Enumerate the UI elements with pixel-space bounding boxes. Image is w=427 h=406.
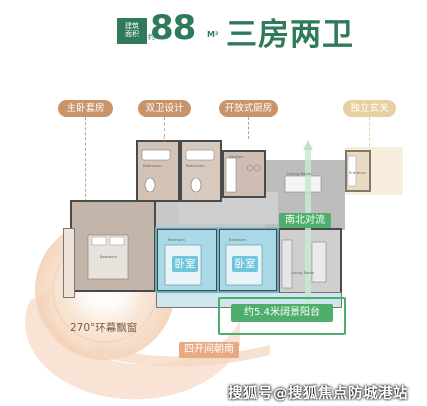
badge-line1: 建筑 (125, 22, 139, 30)
four-open-label: 四开间朝南 (179, 342, 239, 358)
room-tiny-label: Bedroom (168, 237, 186, 242)
north-south-flow-label: 南北对流 (279, 213, 331, 228)
room-tiny-label: Bathroom (186, 163, 205, 168)
badge-suffix: 约 (148, 33, 155, 41)
room-tiny-label: Bedroom (100, 254, 118, 259)
callout-master-suite: 主卧套房 (58, 100, 113, 117)
leader-line (164, 117, 165, 137)
callout-label: 主卧套房 (66, 103, 105, 114)
label-text: 卧室 (174, 258, 196, 270)
leader-line (85, 117, 86, 202)
area-unit: M² (207, 30, 219, 39)
room-tiny-label: Bathroom (143, 163, 162, 168)
callout-label: 独立玄关 (350, 103, 389, 114)
label-text: 卧室 (234, 258, 256, 270)
badge-line2: 面积 (125, 30, 139, 38)
room-tiny-label: Kitchen (229, 154, 244, 159)
callout-label: 双卫设计 (145, 103, 184, 114)
callout-foyer: 独立玄关 (343, 100, 396, 117)
label-text: 南北对流 (285, 215, 325, 226)
room-tiny-label: Dining Room (287, 171, 312, 176)
label-text: 四开间朝南 (184, 344, 234, 355)
bay-window-frame (63, 228, 75, 298)
label-text: 约5.4米阔景阳台 (244, 307, 320, 318)
bay-window-label: 270°环幕飘窗 (70, 322, 138, 334)
bedroom-a-label: 卧室 (172, 256, 198, 272)
layout-type-title: 三房两卫 (226, 17, 354, 53)
balcony-label: 约5.4米阔景阳台 (231, 304, 333, 322)
watermark-text: 搜狐号@搜狐焦点防城港站 (228, 386, 408, 402)
leader-line (248, 117, 249, 139)
area-badge: 建筑 面积 (117, 18, 147, 44)
room-tiny-label: Bedroom (229, 237, 247, 242)
room-tiny-label: Living Room (291, 270, 315, 275)
callout-open-kitchen: 开放式厨房 (219, 100, 278, 117)
bedroom-b-label: 卧室 (232, 256, 258, 272)
area-value: 88 (150, 8, 196, 48)
callout-label: 开放式厨房 (224, 103, 273, 114)
callout-dual-bath: 双卫设计 (138, 100, 191, 117)
room-tiny-label: Entrance (349, 170, 367, 175)
leader-line (369, 117, 370, 157)
